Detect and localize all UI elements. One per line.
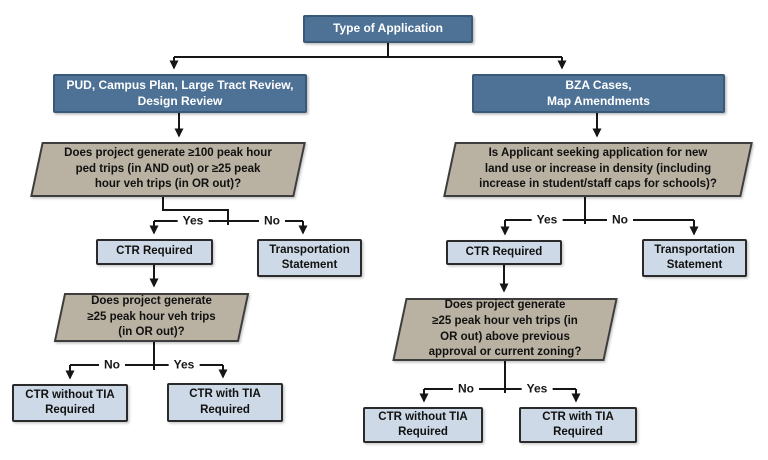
node-right-ctr-with-tia-label: CTR with TIA Required xyxy=(542,410,614,438)
edge-label-right-q1-no: No xyxy=(607,213,633,227)
node-pud-campus-plan: PUD, Campus Plan, Large Tract Review, De… xyxy=(53,74,307,113)
edge-label-left-q1-yes: Yes xyxy=(177,214,209,228)
node-left-ctr-without-tia: CTR without TIA Required xyxy=(12,384,128,422)
node-left-question-1-label: Does project generate ≥100 peak hour ped… xyxy=(64,147,272,191)
edge-label-right-q2-yes: Yes xyxy=(521,382,553,396)
node-right-transportation-statement: Transportation Statement xyxy=(642,239,747,277)
node-left-ctr-with-tia-label: CTR with TIA Required xyxy=(189,388,261,416)
node-right-question-1-label: Is Applicant seeking application for new… xyxy=(479,147,717,191)
node-right-question-2: Does project generate ≥25 peak hour veh … xyxy=(392,298,618,361)
node-right-question-2-label: Does project generate ≥25 peak hour veh … xyxy=(428,299,582,359)
node-left-question-2-label: Does project generate ≥25 peak hour veh … xyxy=(87,295,216,339)
node-type-of-application: Type of Application xyxy=(303,15,473,43)
node-left-ctr-without-tia-label: CTR without TIA Required xyxy=(25,388,115,416)
edge-root-split xyxy=(174,43,562,58)
node-left-transportation-statement: Transportation Statement xyxy=(257,239,362,277)
edge-label-left-q1-no: No xyxy=(259,214,285,228)
node-left-ctr-with-tia: CTR with TIA Required xyxy=(167,383,283,422)
node-left-transportation-statement-label: Transportation Statement xyxy=(269,243,350,271)
node-pud-campus-plan-label: PUD, Campus Plan, Large Tract Review, De… xyxy=(66,77,294,108)
node-right-transportation-statement-label: Transportation Statement xyxy=(654,243,735,271)
node-left-ctr-required: CTR Required xyxy=(96,239,213,265)
node-type-of-application-label: Type of Application xyxy=(333,21,443,36)
node-bza-cases-label: BZA Cases, Map Amendments xyxy=(547,77,650,108)
node-right-ctr-without-tia-label: CTR without TIA Required xyxy=(378,410,468,438)
node-bza-cases: BZA Cases, Map Amendments xyxy=(472,74,725,113)
node-right-question-1: Is Applicant seeking application for new… xyxy=(443,142,753,197)
edge-right-q2-split xyxy=(424,361,576,393)
edge-label-right-q1-yes: Yes xyxy=(531,213,563,227)
node-left-ctr-required-label: CTR Required xyxy=(116,245,193,258)
node-left-question-2: Does project generate ≥25 peak hour veh … xyxy=(53,293,250,342)
node-right-ctr-without-tia: CTR without TIA Required xyxy=(363,407,483,443)
edge-label-left-q2-no: No xyxy=(99,358,125,372)
edge-left-q2-split xyxy=(70,342,223,370)
edge-label-right-q2-no: No xyxy=(453,382,479,396)
node-right-ctr-with-tia: CTR with TIA Required xyxy=(519,407,637,443)
node-right-ctr-required: CTR Required xyxy=(446,240,562,265)
node-left-question-1: Does project generate ≥100 peak hour ped… xyxy=(30,142,306,197)
edge-label-left-q2-yes: Yes xyxy=(168,358,200,372)
node-right-ctr-required-label: CTR Required xyxy=(465,245,543,258)
